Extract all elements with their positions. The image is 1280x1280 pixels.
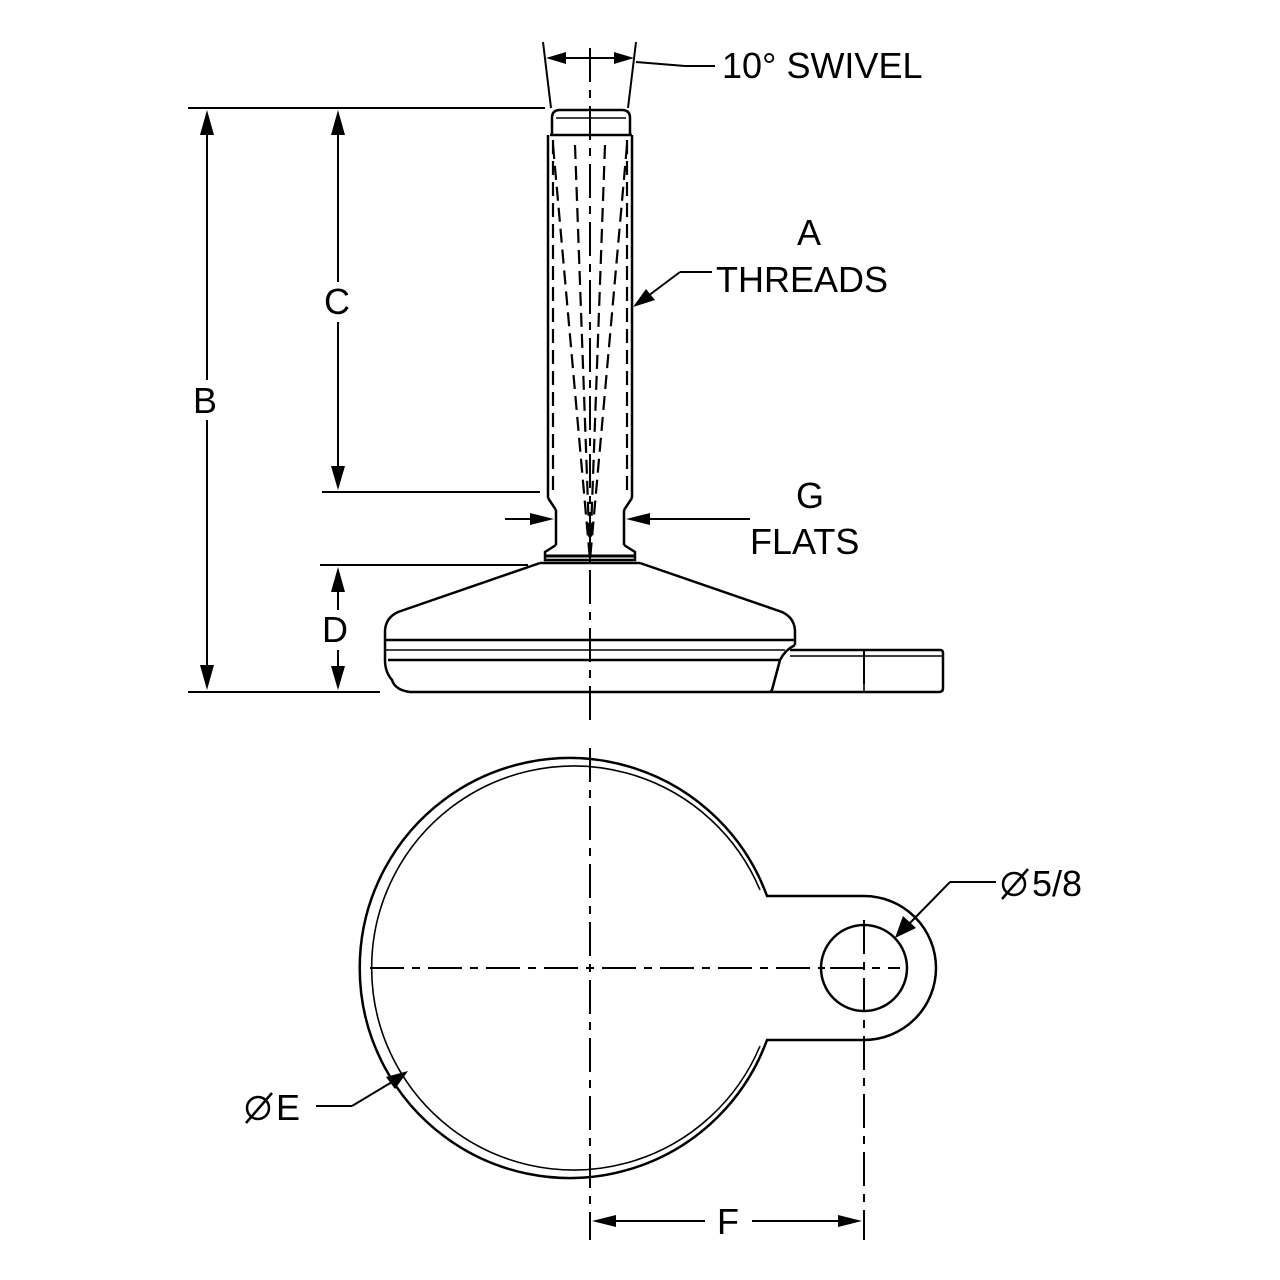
dim-b-label: B xyxy=(193,380,217,421)
hole-dia-label: 5/8 xyxy=(1032,863,1082,904)
dim-c-label: C xyxy=(324,281,350,322)
swivel-dimension: 10° SWIVEL xyxy=(542,41,922,109)
hole-diameter-callout: 5/8 xyxy=(895,863,1082,938)
base-outline-outer xyxy=(358,756,938,1180)
dim-f-label: F xyxy=(717,1201,739,1242)
dimension-c: C xyxy=(322,110,540,493)
flats-letter: G xyxy=(796,475,824,516)
threads-callout: A THREADS xyxy=(633,212,888,307)
dia-e-label: E xyxy=(276,1087,300,1128)
dimension-b: B xyxy=(188,107,545,693)
flats-label: FLATS xyxy=(750,521,859,562)
base-outline-inner xyxy=(370,765,761,1171)
mounting-hole xyxy=(819,923,909,1013)
diameter-symbol-icon xyxy=(245,1092,273,1124)
diameter-symbol-icon xyxy=(1001,868,1029,900)
side-view: 10° SWIVEL A THREADS B C xyxy=(188,41,945,720)
dimension-f: F xyxy=(592,1201,862,1242)
threads-letter: A xyxy=(797,212,821,253)
stud-top-cap xyxy=(550,108,632,137)
diameter-e-callout: E xyxy=(245,1071,408,1128)
dimension-d: D xyxy=(320,564,528,690)
base-pad xyxy=(383,561,797,694)
stud-neck-flats xyxy=(540,510,640,565)
dim-d-label: D xyxy=(322,609,348,650)
threads-label: THREADS xyxy=(716,259,888,300)
top-view: 5/8 E F xyxy=(245,748,1082,1242)
threaded-stud xyxy=(546,135,634,561)
swivel-label: 10° SWIVEL xyxy=(722,45,922,86)
dimension-g-flats: G FLATS xyxy=(505,475,859,562)
mounting-tab-side xyxy=(769,643,945,694)
